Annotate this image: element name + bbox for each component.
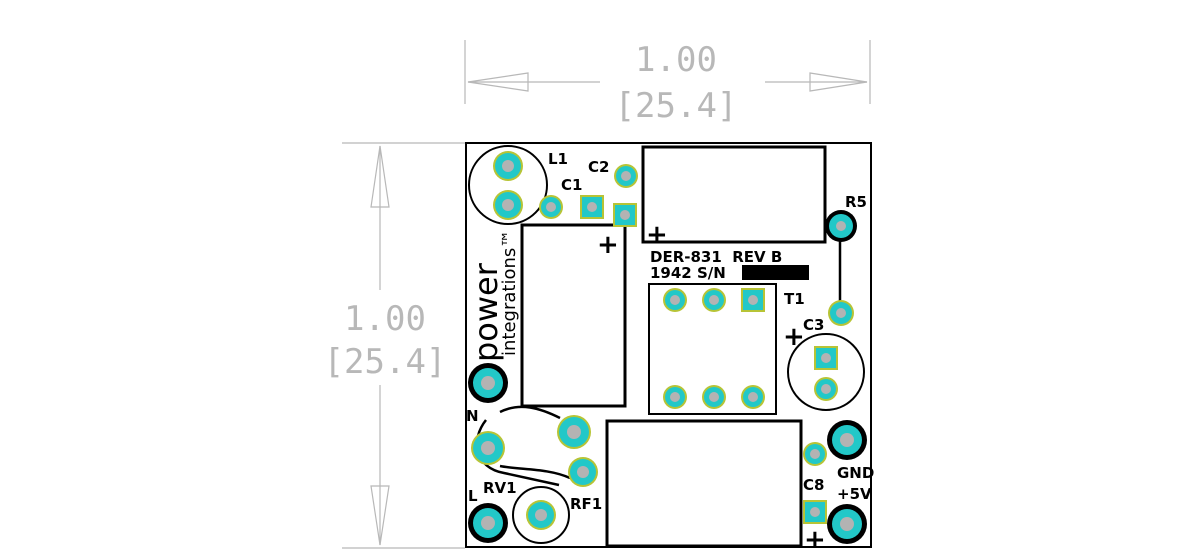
bridge-block-outline: [605, 419, 803, 548]
ref-n: N: [466, 407, 479, 425]
pad: [471, 431, 505, 465]
arrow-left-icon: [467, 72, 529, 92]
pads: [468, 151, 867, 544]
pad: [539, 195, 563, 219]
ref-r5: R5: [845, 193, 867, 211]
pad: [493, 190, 523, 220]
width-inches: 1.00: [635, 40, 717, 80]
pad: [493, 151, 523, 181]
board-title: DER-831 REV B: [650, 248, 782, 266]
pad: [468, 503, 508, 543]
pad: [663, 288, 687, 312]
ref-c2: C2: [588, 158, 609, 176]
transformer-t1-outline: [648, 283, 777, 415]
polarity-plus-mark: +: [597, 230, 619, 260]
arrow-right-icon: [809, 72, 868, 92]
arrow-down-icon: [370, 485, 390, 546]
ref-c8: C8: [803, 476, 824, 494]
logo-word: power: [467, 262, 505, 362]
varistor-rv1-outline-top: [499, 405, 561, 420]
varistor-rv1-outline-mid: [499, 464, 571, 480]
polarity-plus-mark: +: [783, 322, 805, 352]
square-pad: [803, 500, 827, 524]
ref-l1: L1: [548, 150, 568, 168]
fuse-rf1-outline: [512, 486, 570, 544]
capacitor-left-outline: [520, 223, 627, 408]
pad: [828, 300, 854, 326]
height-mm: [25.4]: [324, 342, 447, 382]
pad: [827, 504, 867, 544]
width-dimension: 1.00 [25.4]: [464, 40, 871, 126]
pad: [568, 457, 598, 487]
pad: [741, 385, 765, 409]
pad: [557, 415, 591, 449]
pad: [825, 210, 857, 242]
pad: [663, 385, 687, 409]
serial-number-box: [742, 265, 809, 280]
capacitor-top-right-outline: [641, 145, 827, 244]
square-pads: [580, 195, 838, 524]
pad: [702, 288, 726, 312]
pad: [827, 420, 867, 460]
height-dimension: 1.00 [25.4]: [324, 142, 465, 549]
square-pad: [580, 195, 604, 219]
height-inches: 1.00: [344, 299, 426, 339]
pad: [614, 164, 638, 188]
pad: [814, 377, 838, 401]
pad: [702, 385, 726, 409]
ref-c1: C1: [561, 176, 582, 194]
ref-c3: C3: [803, 316, 824, 334]
arrow-up-icon: [370, 145, 390, 208]
polarity-plus-mark: +: [646, 220, 668, 250]
polarity-plus-mark: +: [804, 525, 826, 555]
power-integrations-logo: power integrations™: [467, 230, 520, 362]
inductor-l1-outline: [468, 145, 548, 225]
pad: [526, 500, 556, 530]
logo-subword: integrations™: [499, 230, 520, 356]
square-pad: [613, 203, 637, 227]
ref-rv1: RV1: [483, 479, 517, 497]
label-gnd: GND: [837, 464, 874, 482]
square-pad: [814, 346, 838, 370]
pad: [468, 363, 508, 403]
ref-l: L: [468, 487, 478, 505]
capacitor-c3-outline: [787, 333, 865, 411]
board-serial-label: 1942 S/N: [650, 264, 726, 282]
square-pad: [741, 288, 765, 312]
width-mm: [25.4]: [615, 86, 738, 126]
ref-t1: T1: [784, 290, 805, 308]
pad: [803, 442, 827, 466]
label-plus5v: +5V: [837, 485, 872, 503]
ref-rf1: RF1: [570, 495, 602, 513]
